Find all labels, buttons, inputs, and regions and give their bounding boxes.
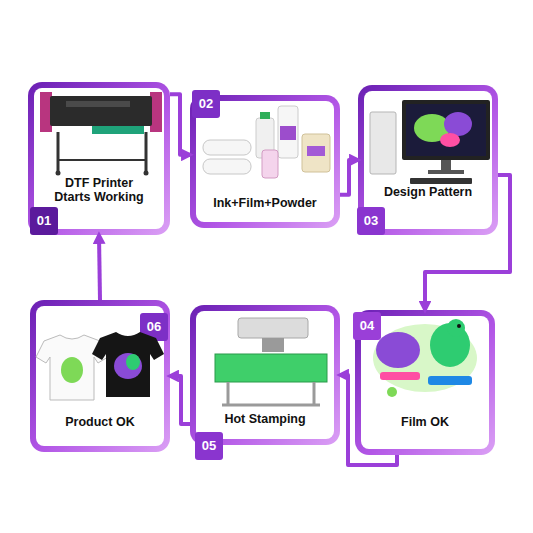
process-box: DTF Printer Dtarts Working 01 — [28, 82, 170, 235]
step-number: 02 — [192, 90, 220, 118]
step-label: Hot Stamping — [196, 412, 334, 426]
step-label: DTF Printer Dtarts Working — [34, 176, 164, 204]
step-number: 01 — [30, 207, 58, 235]
process-box: Ink+Film+Powder02 — [190, 95, 340, 228]
step-number: 05 — [195, 432, 223, 460]
process-box: Hot Stamping05 — [190, 305, 340, 445]
flow-arrow — [340, 160, 358, 195]
process-box: Film OK 04 — [355, 310, 495, 455]
step-label: Product OK — [36, 415, 164, 429]
process-box: Product OK 06 — [30, 300, 170, 452]
step-label: Film OK — [361, 415, 489, 429]
step-label: Ink+Film+Powder — [196, 196, 334, 210]
flow-arrow — [170, 376, 190, 424]
flow-arrow — [99, 235, 100, 300]
step-number: 03 — [357, 207, 385, 235]
step-label: Design Pattern — [364, 185, 492, 199]
step-number: 06 — [140, 313, 168, 341]
step-number: 04 — [353, 312, 381, 340]
process-box: Design Pattern 03 — [358, 85, 498, 235]
flow-arrow — [170, 94, 190, 155]
